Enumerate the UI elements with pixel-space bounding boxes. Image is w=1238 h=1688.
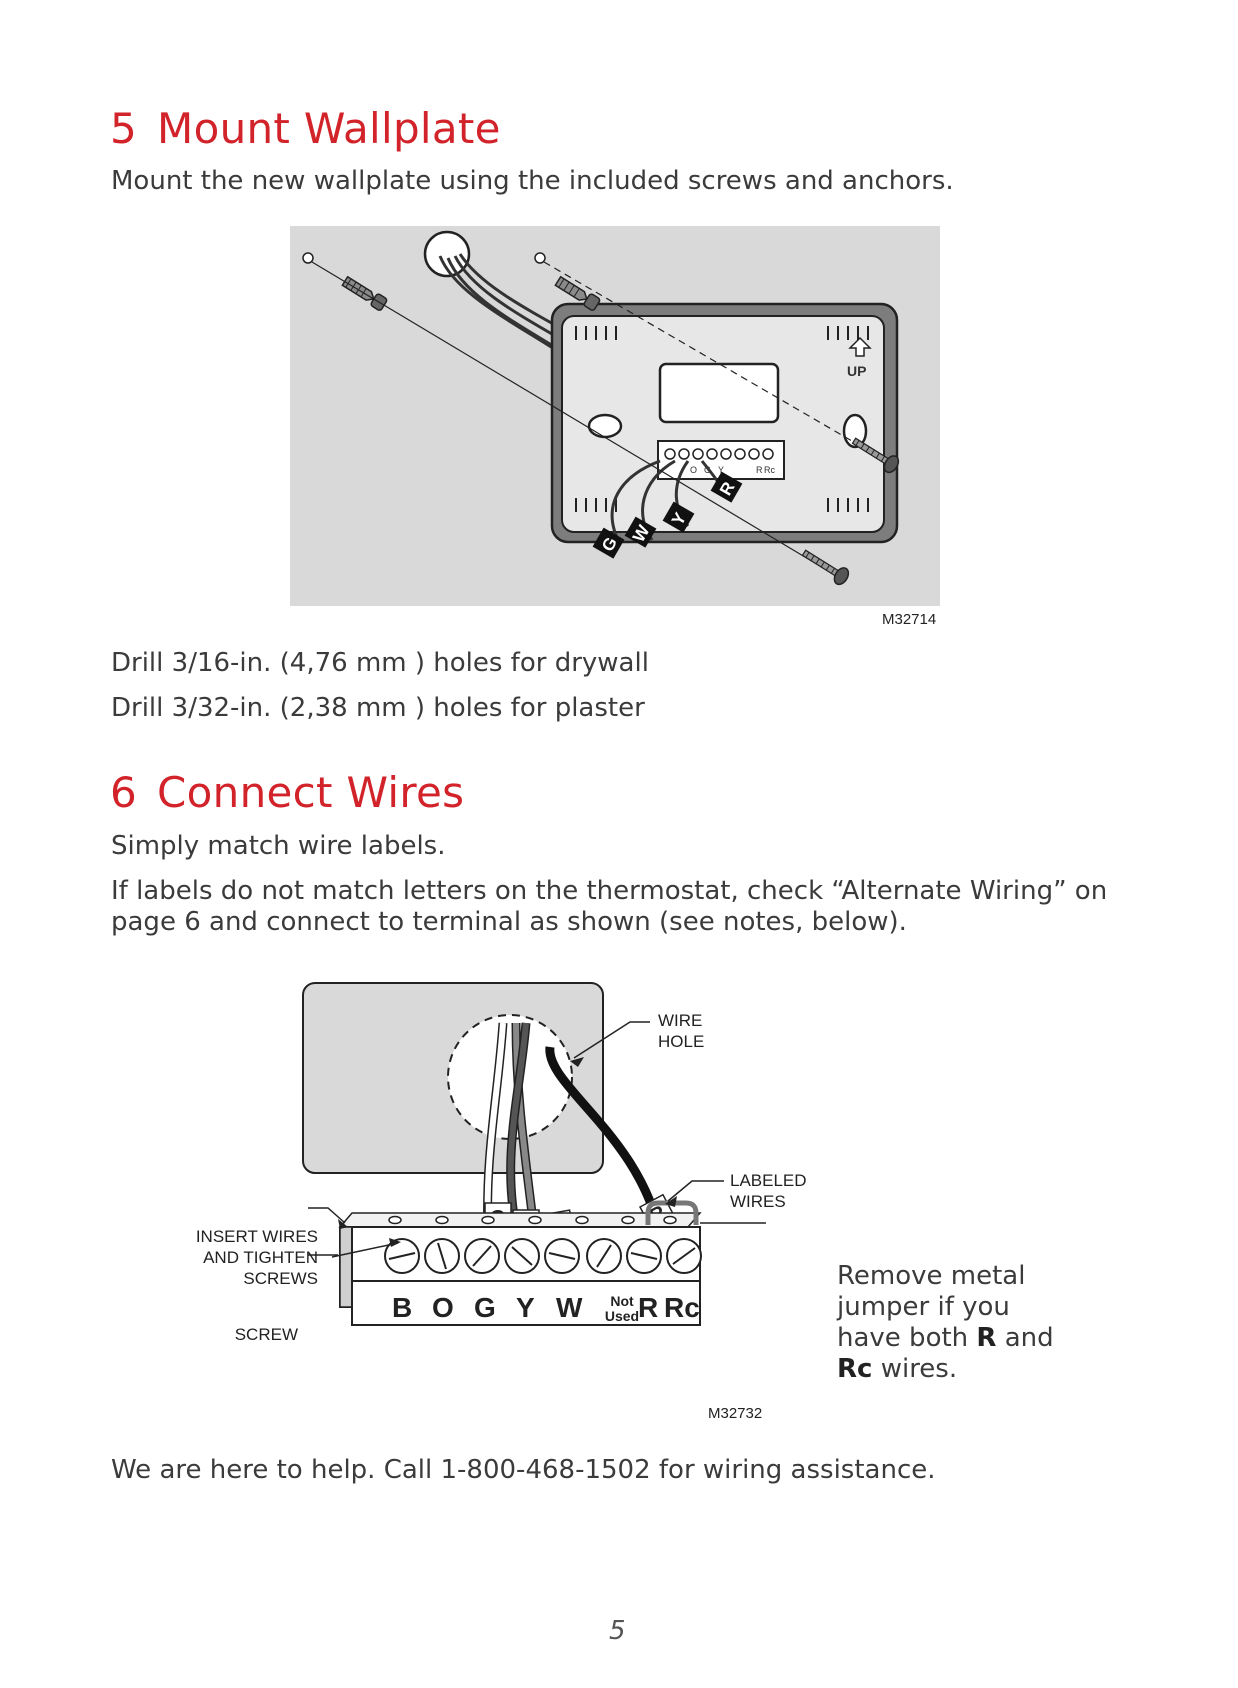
jumper-note-wires: wires. <box>872 1354 958 1384</box>
callout-arrowheads <box>338 1057 677 1247</box>
terminal-letter-r: R <box>756 465 763 475</box>
jumper-note-rc: Rc <box>837 1354 873 1384</box>
wire-hole <box>447 1014 573 1140</box>
alignment-line-left <box>311 261 846 582</box>
drill-hole-right <box>534 252 546 264</box>
insertion-holes <box>388 1215 677 1225</box>
up-label: UP <box>847 363 866 379</box>
jumper-note-line-1: Remove metal <box>837 1261 1026 1291</box>
figure-1-code: M32714 <box>882 611 936 626</box>
callout-screw: SCREW <box>235 1325 298 1344</box>
alignment-line-right <box>543 261 896 467</box>
terminal-not: Not <box>610 1293 634 1309</box>
callout-labeled-1: LABELED <box>730 1171 807 1190</box>
connect-wires-figure: G Y W R B O G <box>196 982 807 1422</box>
terminal-letter-o: O <box>690 465 697 475</box>
jumper-note-line-2: jumper if you <box>837 1292 1010 1322</box>
section-6-line-1: Simply match wire labels. <box>111 831 446 861</box>
wires <box>483 1022 665 1239</box>
screw-bottom <box>801 549 850 586</box>
section-6-title: Connect Wires <box>157 768 465 817</box>
center-opening <box>658 362 780 424</box>
wire-tag-g: G <box>592 527 625 559</box>
section-5-heading: 5 Mount Wallplate <box>110 104 501 153</box>
callout-labeled-2: WIRES <box>730 1192 786 1211</box>
mounting-slot-left <box>587 413 623 439</box>
wire-tag-y: Y <box>662 501 695 533</box>
section-5-intro: Mount the new wallplate using the includ… <box>111 166 954 196</box>
terminal-rc: Rc <box>664 1292 700 1323</box>
callout-insert-3: SCREWS <box>243 1269 318 1288</box>
up-arrow-icon <box>848 336 872 357</box>
vent-tabs <box>575 326 869 512</box>
help-text: We are here to help. Call 1-800-468-1502… <box>111 1455 936 1485</box>
section-5-title: Mount Wallplate <box>157 104 501 153</box>
wallplate: O G Y R Rc UP <box>550 302 899 544</box>
section-6-heading: 6 Connect Wires <box>110 768 464 817</box>
terminal-b: B <box>392 1292 412 1323</box>
terminal-screws <box>384 1238 702 1274</box>
drill-drywall-note: Drill 3/16-in. (4,76 mm ) holes for dryw… <box>111 648 649 678</box>
jumper-note-text: have both <box>837 1323 977 1353</box>
callout-lines <box>308 1021 766 1258</box>
screw-right <box>851 437 900 474</box>
figure-2-code: M32732 <box>708 1405 762 1422</box>
wire-tag-r: R <box>710 471 743 503</box>
jumper-note-line-4: Rc wires. <box>837 1354 1054 1385</box>
jumper-note-line-3: have both R and <box>837 1323 1054 1354</box>
section-6-line-2: If labels do not match letters on the th… <box>111 876 1108 906</box>
terminal-w: W <box>556 1292 583 1323</box>
anchor-right <box>554 275 601 311</box>
wallplate-mount-figure: O G Y R Rc UP G W Y R <box>290 226 940 626</box>
terminal-used: Used <box>605 1308 639 1324</box>
terminal-r: R <box>638 1292 658 1323</box>
section-6-line-3: page 6 and connect to terminal as shown … <box>111 907 907 937</box>
terminal-o: O <box>432 1292 454 1323</box>
drill-hole-left <box>302 252 314 264</box>
terminal-y: Y <box>516 1292 535 1323</box>
jumper-note-r: R <box>976 1323 997 1353</box>
drill-plaster-note: Drill 3/32-in. (2,38 mm ) holes for plas… <box>111 693 645 723</box>
jumper-note: Remove metal jumper if you have both R a… <box>837 1261 1054 1385</box>
jumper-note-and: and <box>996 1323 1054 1353</box>
terminal-g: G <box>474 1292 496 1323</box>
callout-insert-2: AND TIGHTEN <box>203 1248 318 1267</box>
section-6-number: 6 <box>110 768 138 817</box>
wire-tag-w: W <box>624 516 657 548</box>
callout-wire-hole-1: WIRE <box>658 1011 702 1030</box>
callout-insert-1: INSERT WIRES <box>196 1227 318 1246</box>
page-number: 5 <box>609 1616 626 1646</box>
wall-hole <box>423 230 471 278</box>
section-5-number: 5 <box>110 104 138 153</box>
callout-wire-hole-2: HOLE <box>658 1032 704 1051</box>
terminal-letter-y: Y <box>718 465 724 475</box>
terminal-letter-rc: Rc <box>764 465 775 475</box>
